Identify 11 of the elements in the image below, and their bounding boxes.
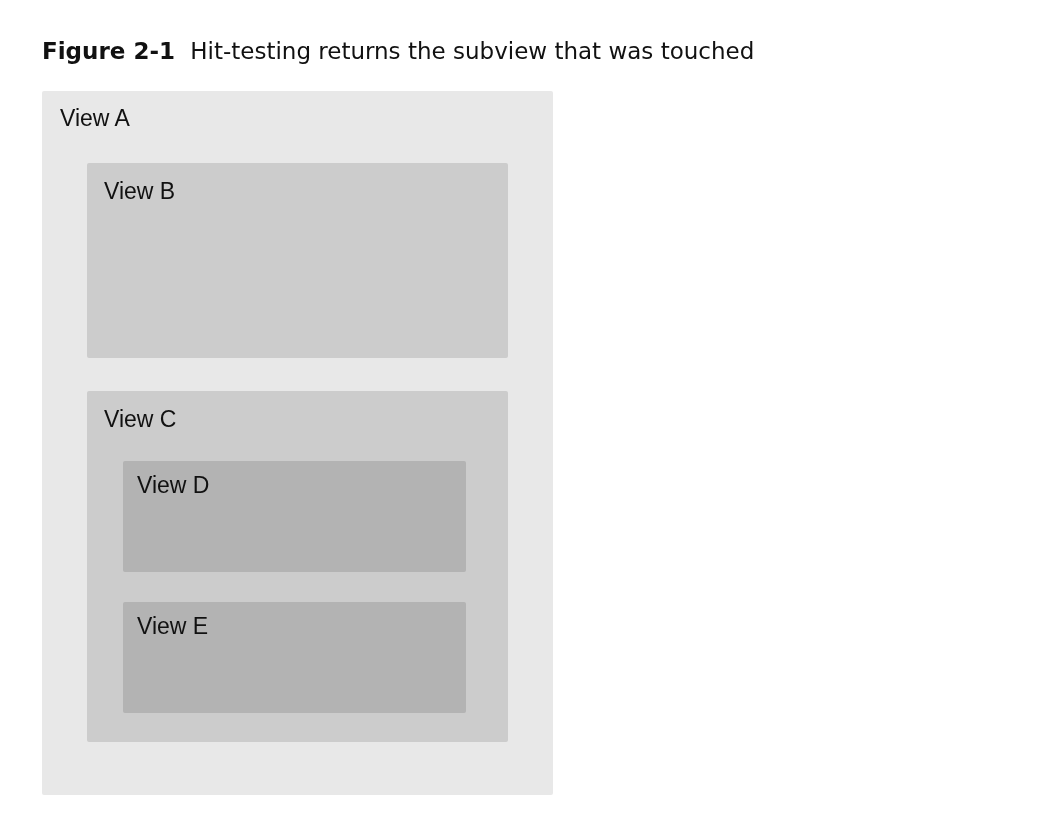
- figure-title: Figure 2-1 Hit-testing returns the subview that was touched: [42, 37, 755, 66]
- view-label: View C: [104, 406, 177, 432]
- view-label: View E: [137, 613, 209, 639]
- view-box: [87, 391, 508, 742]
- view-box: [123, 602, 466, 713]
- view-box: [123, 461, 466, 572]
- view-box: [42, 91, 553, 795]
- view-box: [87, 163, 508, 358]
- view-label: View D: [137, 472, 210, 498]
- view-label: View A: [60, 105, 130, 131]
- view-label: View B: [104, 178, 176, 204]
